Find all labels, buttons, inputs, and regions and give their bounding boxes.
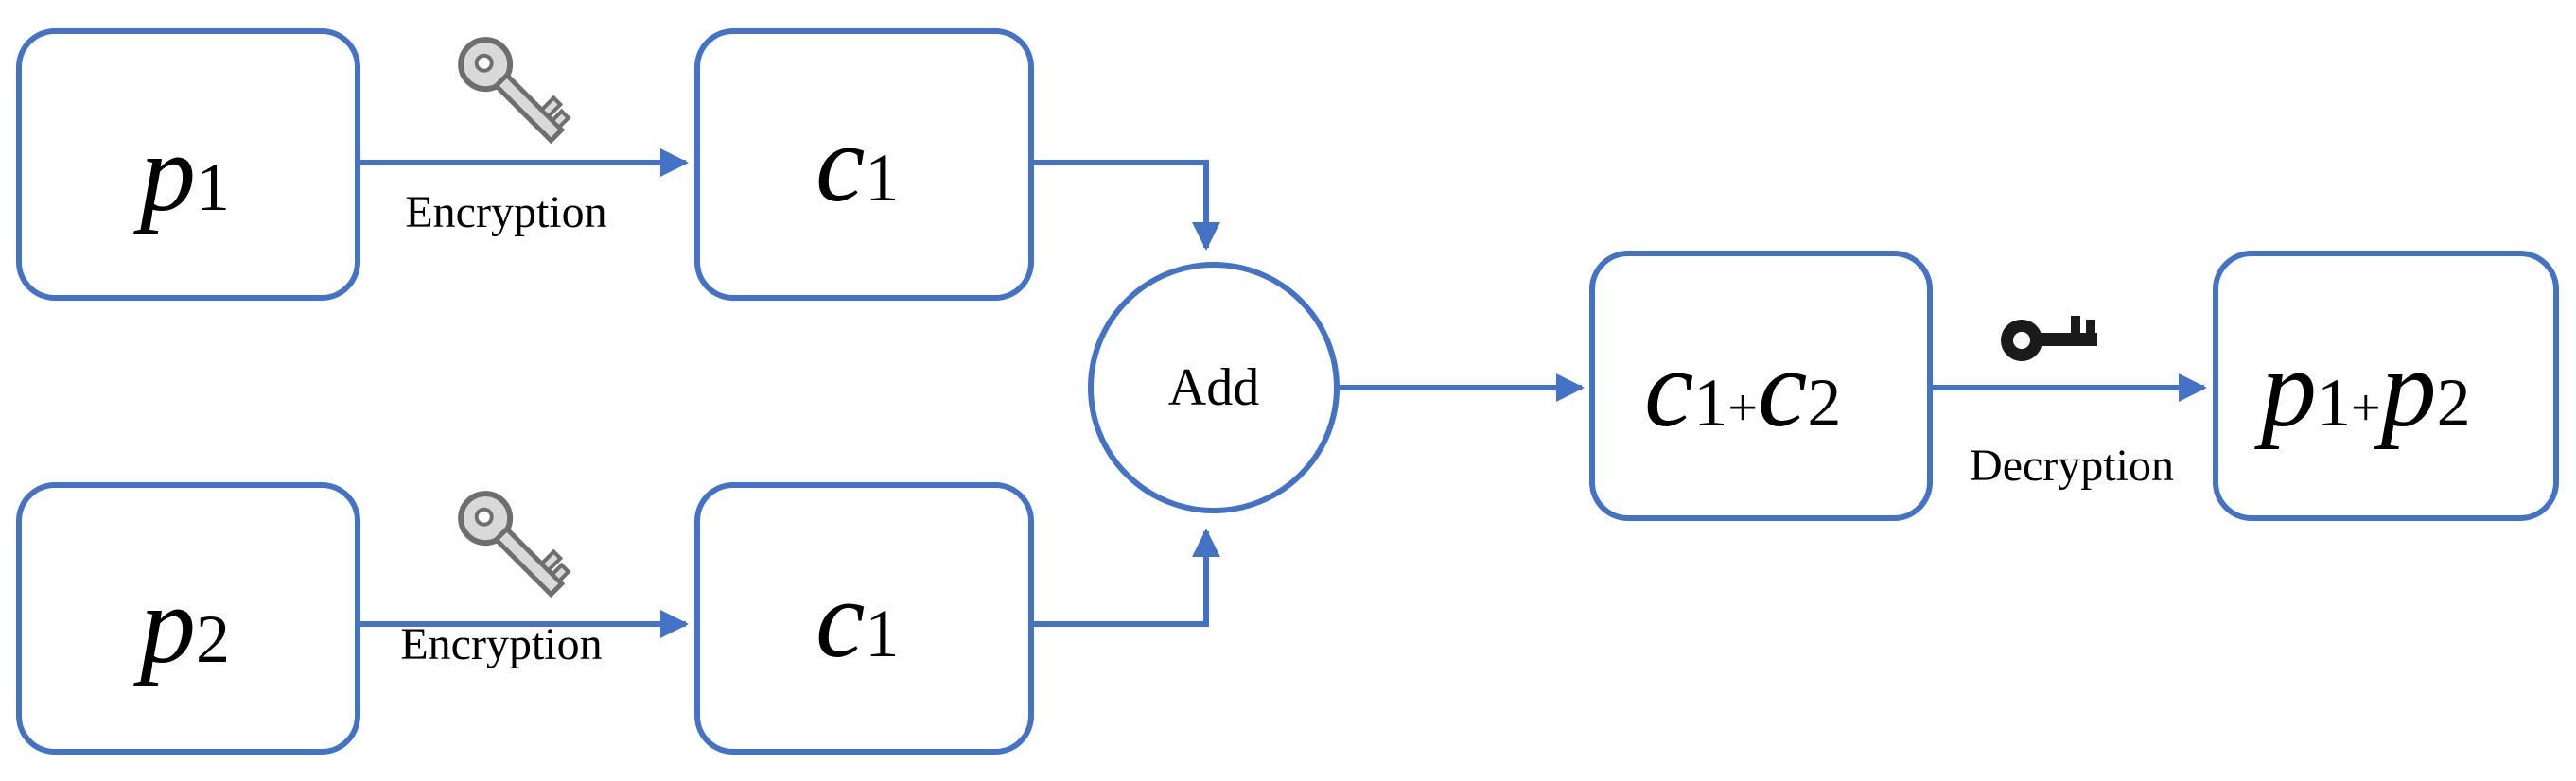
node-p2-label: p2 [133,563,230,686]
node-c1-top-label: c1 [815,101,899,225]
add-node-label: Add [1168,358,1259,417]
node-plain-sum-box [2213,251,2559,521]
node-cipher-sum-box [1589,251,1933,521]
edge-label-encryption-bottom: Encryption [400,619,602,669]
node-p2-box [16,482,360,755]
key-icon [2001,316,2097,361]
key-icon [458,491,571,599]
edge-label-encryption-top: Encryption [405,187,606,237]
node-c1-top-box [694,28,1034,301]
node-c1-bottom-label: c1 [815,557,899,681]
edge-c1-bottom-to-add [1031,529,1220,627]
connectors [359,148,2207,638]
edge-c1-top-to-add [1031,160,1220,251]
node-cipher-sum-label: c1+c2 [1644,326,1841,450]
node-plain-sum-label: p1+p2 [2254,326,2471,450]
node-p1-box [16,28,360,301]
node-c1-bottom-box [694,482,1034,755]
edge-label-decryption: Decryption [1970,441,2174,491]
key-icon [458,37,571,145]
node-p1-label: p1 [133,111,230,234]
add-node-circle [1088,262,1340,513]
